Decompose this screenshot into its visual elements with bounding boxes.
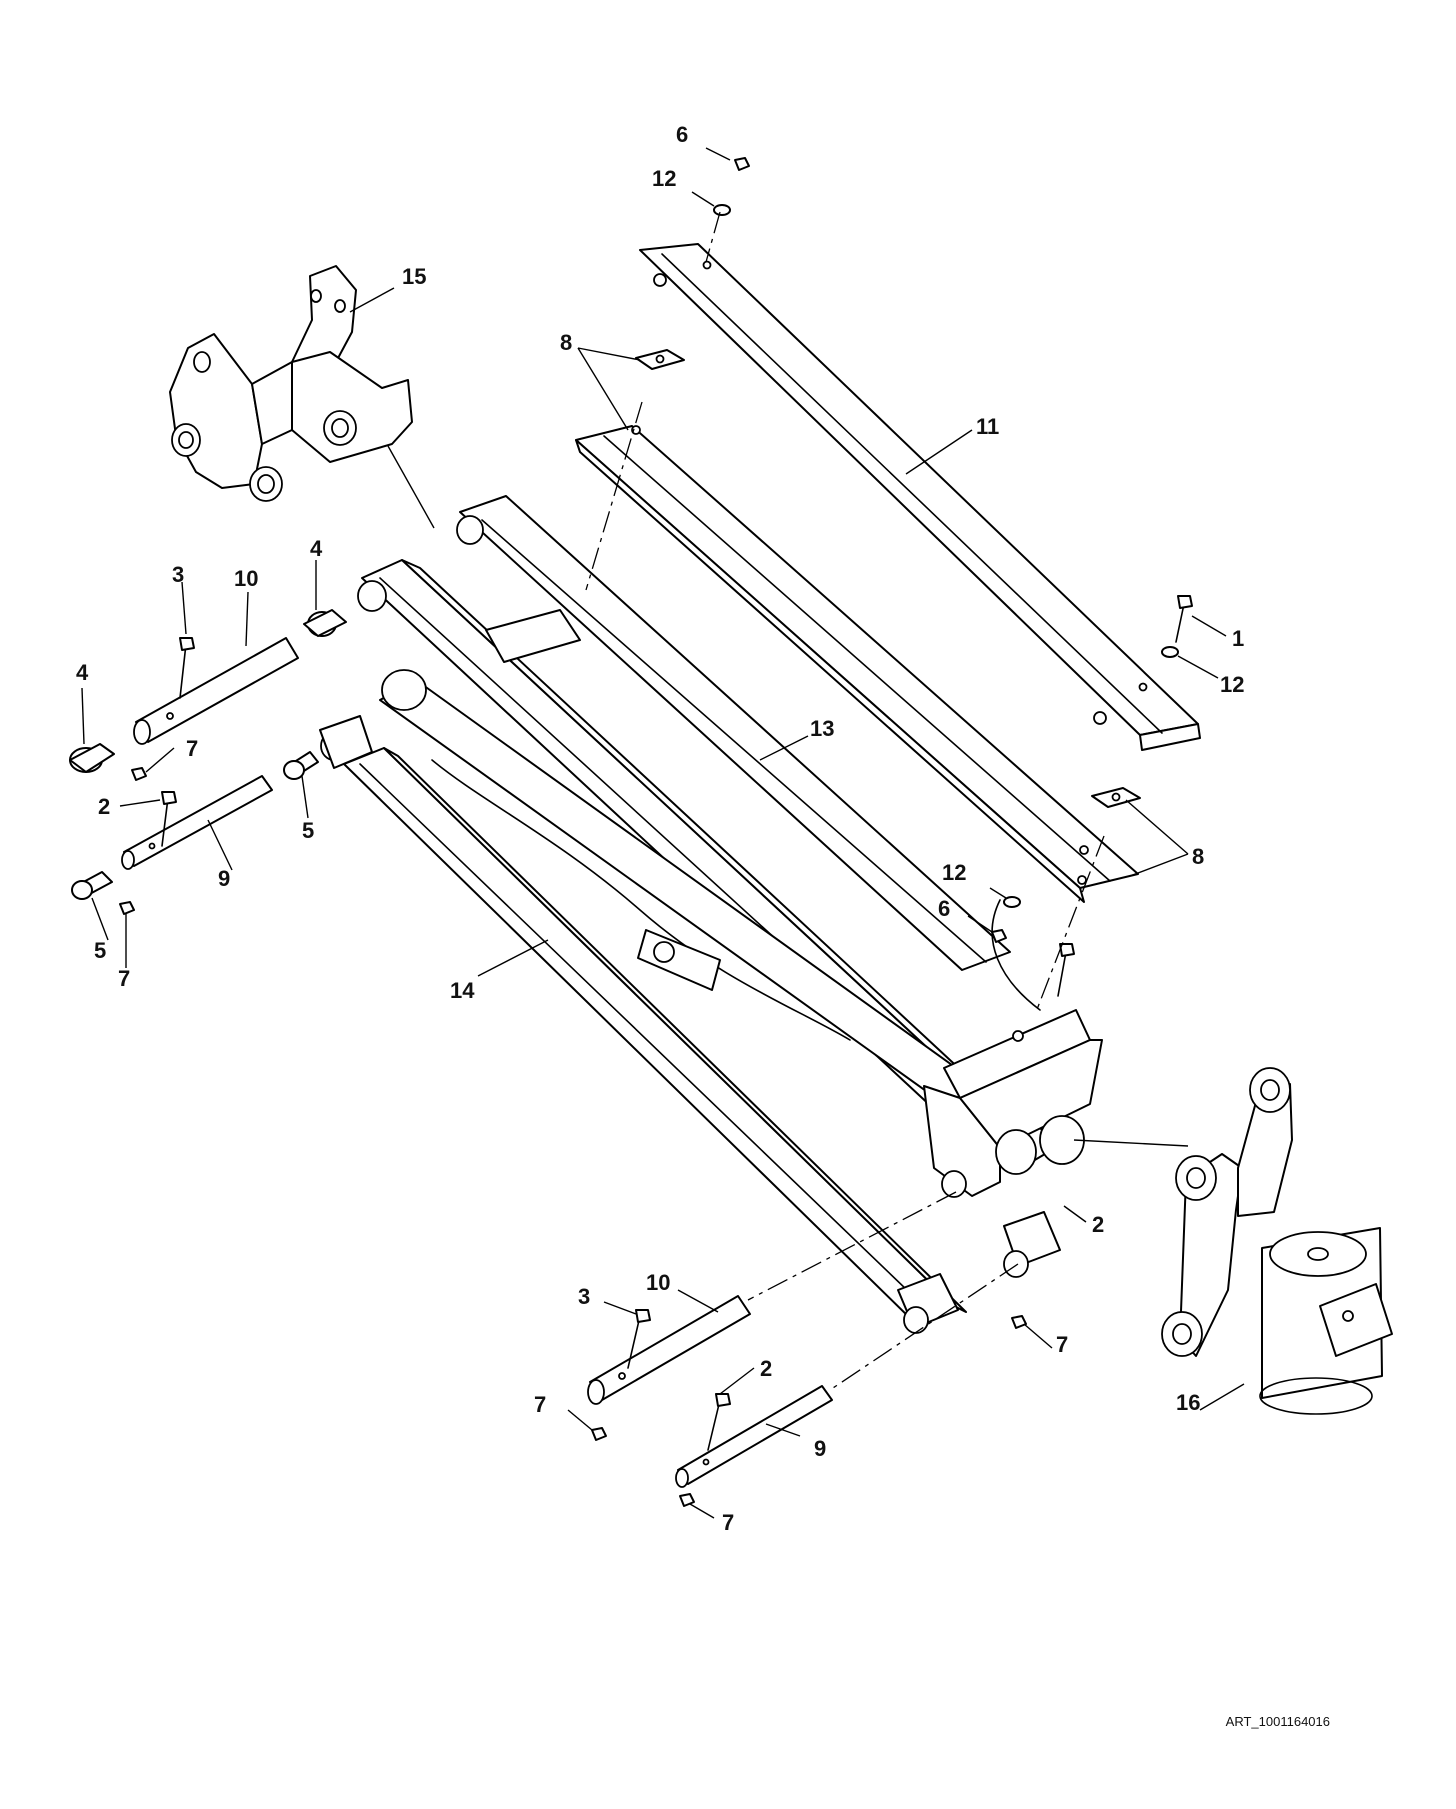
- callout-4: 4: [310, 536, 323, 561]
- callout-2: 2: [1092, 1212, 1104, 1237]
- part-2-bolt-right: [1057, 943, 1075, 997]
- callout-15: 15: [402, 264, 426, 289]
- part-3-bolt-upper: [179, 637, 195, 699]
- callout-9: 9: [218, 866, 230, 891]
- part-5-bushing-left: [71, 871, 113, 900]
- part-14-link-arm: [319, 715, 967, 1323]
- part-1-bolt: [1175, 595, 1193, 643]
- part-10-pin-upper: [133, 637, 299, 745]
- callout-8: 8: [560, 330, 572, 355]
- part-5-bushing-right: [283, 751, 319, 780]
- callout-3: 3: [172, 562, 184, 587]
- part-6-nut-mid: [991, 929, 1007, 943]
- part-12-washer-top: [713, 204, 731, 216]
- callout-12: 12: [942, 860, 966, 885]
- callout-11: 11: [976, 414, 999, 439]
- part-9-pin-upper: [121, 775, 273, 870]
- callout-6: 6: [676, 122, 688, 147]
- part-6-nut-top: [734, 157, 750, 171]
- callout-14: 14: [450, 978, 475, 1003]
- callout-12: 12: [1220, 672, 1244, 697]
- callout-2: 2: [98, 794, 110, 819]
- part-10-pin-lower: [587, 1295, 751, 1405]
- callout-5: 5: [94, 938, 106, 963]
- callout-16: 16: [1176, 1390, 1200, 1415]
- callout-4: 4: [76, 660, 89, 685]
- callout-12: 12: [652, 166, 676, 191]
- part-2-bolt-lower: [707, 1393, 731, 1451]
- callout-7: 7: [118, 966, 130, 991]
- part-4-bushing-right: [303, 609, 347, 637]
- callout-labels: 6 12 15 8 11 3 10 4 4 1 12 7 13 2 5 9 8 …: [76, 122, 1244, 1535]
- part-7-nut-lower-a: [591, 1427, 607, 1441]
- boom-head-assembly: [923, 1009, 1103, 1198]
- callout-10: 10: [234, 566, 258, 591]
- part-8-wear-pad-top: [635, 349, 685, 370]
- part-4-bushing-left: [69, 743, 115, 773]
- callout-8: 8: [1192, 844, 1204, 869]
- callout-7: 7: [534, 1392, 546, 1417]
- part-15-bracket: [169, 265, 413, 502]
- part-8-wear-pad-bottom: [1091, 787, 1141, 808]
- callout-6: 6: [938, 896, 950, 921]
- part-11-cover-plate: [639, 243, 1201, 751]
- part-3-bolt-lower: [627, 1309, 651, 1369]
- part-13-channel: [575, 425, 1139, 903]
- boom-lower-clevis: [1003, 1211, 1061, 1278]
- callout-7: 7: [1056, 1332, 1068, 1357]
- part-7-nut-lower-b: [679, 1493, 695, 1507]
- callout-13: 13: [810, 716, 834, 741]
- callout-3: 3: [578, 1284, 590, 1309]
- callout-2: 2: [760, 1356, 772, 1381]
- callout-7: 7: [722, 1510, 734, 1535]
- part-7-nut-right: [1011, 1315, 1027, 1329]
- callout-1: 1: [1232, 626, 1244, 651]
- part-7-nut-lower-left: [119, 901, 135, 915]
- assembly-lines: [585, 211, 1189, 1391]
- callout-7: 7: [186, 736, 198, 761]
- part-12-washer-right: [1161, 646, 1179, 658]
- part-9-pin-lower: [675, 1385, 833, 1488]
- callout-10: 10: [646, 1270, 670, 1295]
- part-2-bolt-upper: [161, 791, 177, 847]
- art-reference-number: ART_1001164016: [1226, 1714, 1330, 1729]
- part-7-nut-upper: [131, 767, 147, 781]
- callout-9: 9: [814, 1436, 826, 1461]
- part-16-rotator: [1161, 1067, 1393, 1415]
- leader-lines: [81, 147, 1245, 1519]
- callout-5: 5: [302, 818, 314, 843]
- part-12-washer-mid: [1003, 896, 1021, 908]
- main-boom-arm-rear: [456, 495, 1011, 971]
